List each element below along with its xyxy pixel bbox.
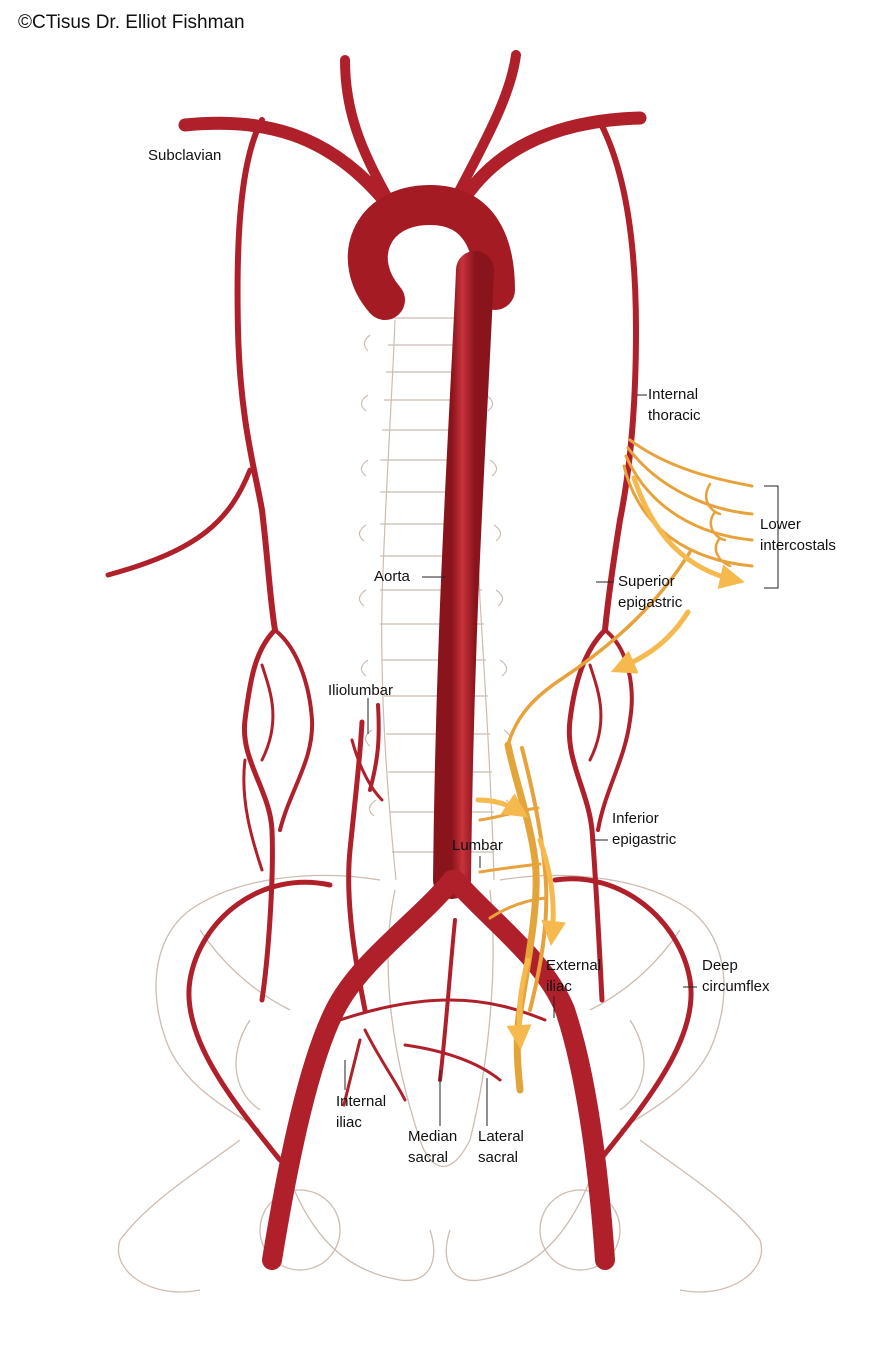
label-superior-epigastric-line2: epigastric <box>618 594 683 611</box>
label-superior-epigastric-line1: Superior <box>618 573 675 590</box>
label-lateral-sacral-line2: sacral <box>478 1149 519 1166</box>
label-external-iliac-line2: iliac <box>546 978 572 995</box>
label-external-iliac-line1: External <box>546 957 602 974</box>
label-internal-thoracic-line2: thoracic <box>648 407 701 424</box>
label-inferior-epigastric-line2: epigastric <box>612 831 677 848</box>
arteries <box>105 50 694 1270</box>
label-internal-thoracic-line1: Internal <box>648 386 699 403</box>
leader-lines <box>344 394 779 1126</box>
label-lumbar: Lumbar <box>452 837 503 854</box>
label-aorta: Aorta <box>374 568 410 585</box>
label-lower-intercostals-line2: intercostals <box>760 537 836 554</box>
label-inferior-epigastric-line1: Inferior <box>612 810 659 827</box>
label-iliolumbar: Iliolumbar <box>328 682 394 699</box>
label-deep-circumflex-line1: Deep <box>702 957 738 974</box>
label-lower-intercostals-line1: Lower <box>760 516 801 533</box>
copyright-notice: ©CTisus Dr. Elliot Fishman <box>18 12 245 33</box>
label-median-sacral-line1: Median <box>408 1128 458 1145</box>
flow-arrows <box>475 475 745 1050</box>
label-lateral-sacral-line1: Lateral <box>478 1128 524 1145</box>
label-subclavian: Subclavian <box>148 147 222 164</box>
label-internal-iliac-line2: iliac <box>336 1114 362 1131</box>
label-internal-iliac-line1: Internal <box>336 1093 387 1110</box>
label-deep-circumflex-line2: circumflex <box>702 978 770 995</box>
label-median-sacral-line2: sacral <box>408 1149 449 1166</box>
